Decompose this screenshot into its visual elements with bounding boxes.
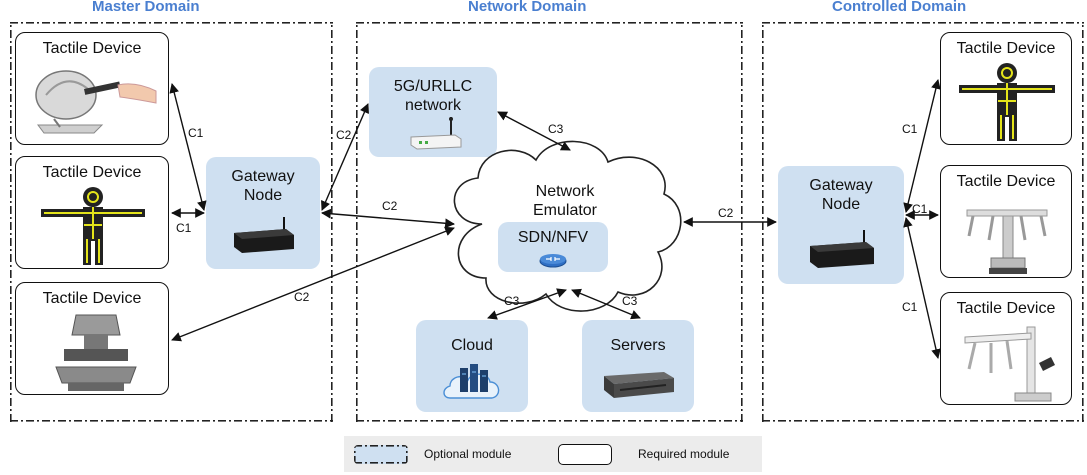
wireless-router-icon bbox=[410, 117, 462, 150]
sdn-nfv-label: SDN/NFV bbox=[517, 229, 589, 246]
c1-label: C1 bbox=[176, 221, 192, 235]
c3-arrow-emulator-servers bbox=[571, 288, 641, 320]
c3-label: C3 bbox=[548, 122, 564, 136]
tactile-device-label: Tactile Device bbox=[42, 164, 142, 181]
haptic-arm-device-icon bbox=[35, 70, 157, 134]
haptic-suit-figure-icon bbox=[41, 187, 145, 265]
c3-label: C3 bbox=[622, 294, 638, 308]
c1-label: C1 bbox=[912, 202, 928, 216]
c1-label: C1 bbox=[902, 300, 918, 314]
c1-arrow-controlled-top bbox=[903, 79, 941, 213]
gateway-node-label: Gateway Node bbox=[231, 168, 295, 204]
surgeon-console-icon bbox=[55, 314, 137, 391]
c1-label: C1 bbox=[188, 126, 204, 140]
master-domain-title: Master Domain bbox=[92, 0, 200, 15]
legend-required-label: Required module bbox=[638, 447, 730, 461]
surgical-robot-icon bbox=[966, 209, 1048, 274]
5g-urllc-network-box: 5G/URLLC network bbox=[369, 67, 497, 157]
master-tactile-device-3: Tactile Device bbox=[15, 282, 169, 395]
c2-arrow-gateway-5g bbox=[321, 103, 369, 211]
router-box-icon bbox=[810, 230, 874, 268]
controlled-tactile-device-3: Tactile Device bbox=[940, 292, 1072, 405]
5g-urllc-network-label: 5G/URLLC network bbox=[393, 78, 473, 114]
sdn-nfv-box: SDN/NFV bbox=[498, 222, 608, 272]
servers-box: Servers bbox=[582, 320, 694, 412]
controlled-gateway-node: Gateway Node bbox=[778, 166, 904, 284]
c3-label: C3 bbox=[504, 294, 520, 308]
legend-required-swatch bbox=[558, 444, 612, 465]
legend-optional-label: Optional module bbox=[424, 447, 512, 461]
cloud-servers-icon bbox=[443, 364, 500, 399]
cloud-label: Cloud bbox=[451, 337, 493, 354]
c2-label: C2 bbox=[718, 206, 734, 220]
c2-label: C2 bbox=[294, 290, 310, 304]
network-domain-title: Network Domain bbox=[468, 0, 587, 15]
tactile-device-label: Tactile Device bbox=[956, 300, 1056, 317]
tactile-device-label: Tactile Device bbox=[42, 290, 142, 307]
controlled-tactile-device-2: Tactile Device bbox=[940, 165, 1072, 278]
c2-label: C2 bbox=[382, 199, 398, 213]
sdn-router-icon bbox=[539, 254, 567, 268]
servers-label: Servers bbox=[610, 337, 666, 354]
c2-arrow-gateway-emulator bbox=[321, 208, 455, 229]
cloud-box: Cloud bbox=[416, 320, 528, 412]
c3-arrow-5g-emulator bbox=[497, 111, 571, 151]
tactile-device-label: Tactile Device bbox=[956, 40, 1056, 57]
gateway-node-label: Gateway Node bbox=[809, 177, 873, 213]
legend: Optional module Required module bbox=[344, 436, 762, 472]
c1-arrow-controlled-bottom bbox=[903, 217, 941, 359]
haptic-suit-figure-icon bbox=[959, 63, 1055, 141]
tactile-device-label: Tactile Device bbox=[42, 40, 142, 57]
controlled-tactile-device-1: Tactile Device bbox=[940, 32, 1072, 145]
tactile-device-label: Tactile Device bbox=[956, 173, 1056, 190]
c1-arrow-master-top bbox=[169, 83, 207, 211]
rack-server-icon bbox=[604, 372, 674, 398]
c1-label: C1 bbox=[902, 122, 918, 136]
master-tactile-device-1: Tactile Device bbox=[15, 32, 169, 145]
c3-arrow-emulator-cloud bbox=[487, 288, 567, 320]
c2-label: C2 bbox=[336, 128, 352, 142]
c2-arrow-device3-emulator bbox=[171, 226, 455, 342]
patient-side-cart-icon bbox=[964, 326, 1055, 402]
controlled-domain-title: Controlled Domain bbox=[832, 0, 967, 15]
network-emulator-label: Network Emulator bbox=[532, 183, 598, 219]
master-tactile-device-2: Tactile Device bbox=[15, 156, 169, 269]
legend-optional-swatch bbox=[354, 445, 408, 464]
